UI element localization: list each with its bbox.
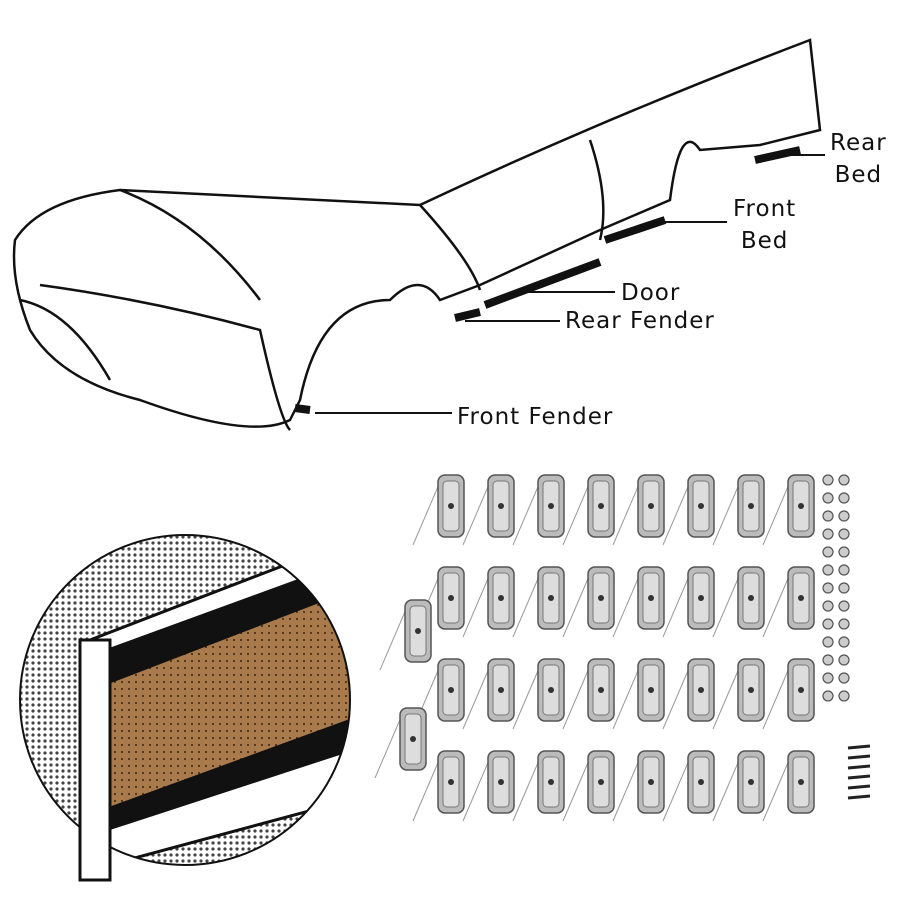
- clip-hole: [798, 503, 804, 509]
- clip-hole: [648, 503, 654, 509]
- clip-hole: [598, 595, 604, 601]
- clip-hole: [698, 687, 704, 693]
- clip-hole: [448, 503, 454, 509]
- rivet: [822, 564, 834, 576]
- clip-hole: [498, 779, 504, 785]
- rivet: [838, 546, 850, 558]
- clip-hole: [798, 687, 804, 693]
- clip-hole: [548, 687, 554, 693]
- rivet: [822, 510, 834, 522]
- rivet: [838, 510, 850, 522]
- leader-lines: [315, 154, 825, 414]
- rivet: [822, 672, 834, 684]
- clip-hole: [498, 503, 504, 509]
- rivet: [838, 474, 850, 486]
- rivet: [822, 618, 834, 630]
- rivet: [822, 474, 834, 486]
- screw: [847, 784, 871, 790]
- rivet: [822, 654, 834, 666]
- clip-hole: [698, 595, 704, 601]
- clip-hole: [448, 779, 454, 785]
- label-rear-bed-line1: Rear: [830, 130, 887, 156]
- label-rear-bed: Rear Bed: [830, 127, 887, 191]
- clip-hole: [548, 595, 554, 601]
- label-rear-fender: Rear Fender: [565, 308, 715, 334]
- clip-hole: [415, 628, 421, 634]
- clip-hole: [448, 687, 454, 693]
- rivet: [822, 690, 834, 702]
- clip-hole: [598, 503, 604, 509]
- clip-hole: [798, 779, 804, 785]
- rivet: [822, 582, 834, 594]
- screw: [847, 764, 871, 770]
- label-front-bed-line1: Front: [733, 196, 797, 222]
- clip-hole: [648, 595, 654, 601]
- clip-hole: [498, 687, 504, 693]
- clip-hole: [448, 595, 454, 601]
- clip-kit: [374, 474, 871, 822]
- clip-hole: [798, 595, 804, 601]
- rivet: [838, 492, 850, 504]
- clip-hole: [748, 779, 754, 785]
- rivet: [838, 690, 850, 702]
- label-front-bed: Front Bed: [733, 193, 796, 257]
- clip-hole: [498, 595, 504, 601]
- clip-hole: [698, 503, 704, 509]
- clip-hole: [548, 503, 554, 509]
- rivet: [822, 636, 834, 648]
- screw: [847, 744, 871, 750]
- rivet: [838, 618, 850, 630]
- clip-hole: [748, 595, 754, 601]
- rivet: [822, 528, 834, 540]
- clip-hole: [748, 503, 754, 509]
- rivet: [838, 672, 850, 684]
- screw: [847, 794, 871, 800]
- molding-strips: [294, 146, 801, 414]
- clip-hole: [598, 687, 604, 693]
- rivet: [838, 582, 850, 594]
- rivet: [838, 636, 850, 648]
- screw: [847, 774, 871, 780]
- rivet: [838, 600, 850, 612]
- label-front-fender: Front Fender: [457, 404, 614, 430]
- clip-hole: [698, 779, 704, 785]
- label-front-bed-line2: Bed: [740, 228, 789, 254]
- rivet: [838, 654, 850, 666]
- clip-hole: [548, 779, 554, 785]
- molding-closeup-inset: [19, 534, 351, 882]
- rivet: [838, 528, 850, 540]
- screw: [847, 754, 871, 760]
- clip-hole: [648, 779, 654, 785]
- clip-hole: [648, 687, 654, 693]
- clip-hole: [410, 736, 416, 742]
- label-rear-bed-line2: Bed: [834, 162, 883, 188]
- rivet: [822, 600, 834, 612]
- rivet: [822, 546, 834, 558]
- label-door: Door: [621, 280, 681, 306]
- truck-outline: [12, 38, 822, 431]
- rivet: [838, 564, 850, 576]
- clip-hole: [598, 779, 604, 785]
- clip-hole: [748, 687, 754, 693]
- rivet: [822, 492, 834, 504]
